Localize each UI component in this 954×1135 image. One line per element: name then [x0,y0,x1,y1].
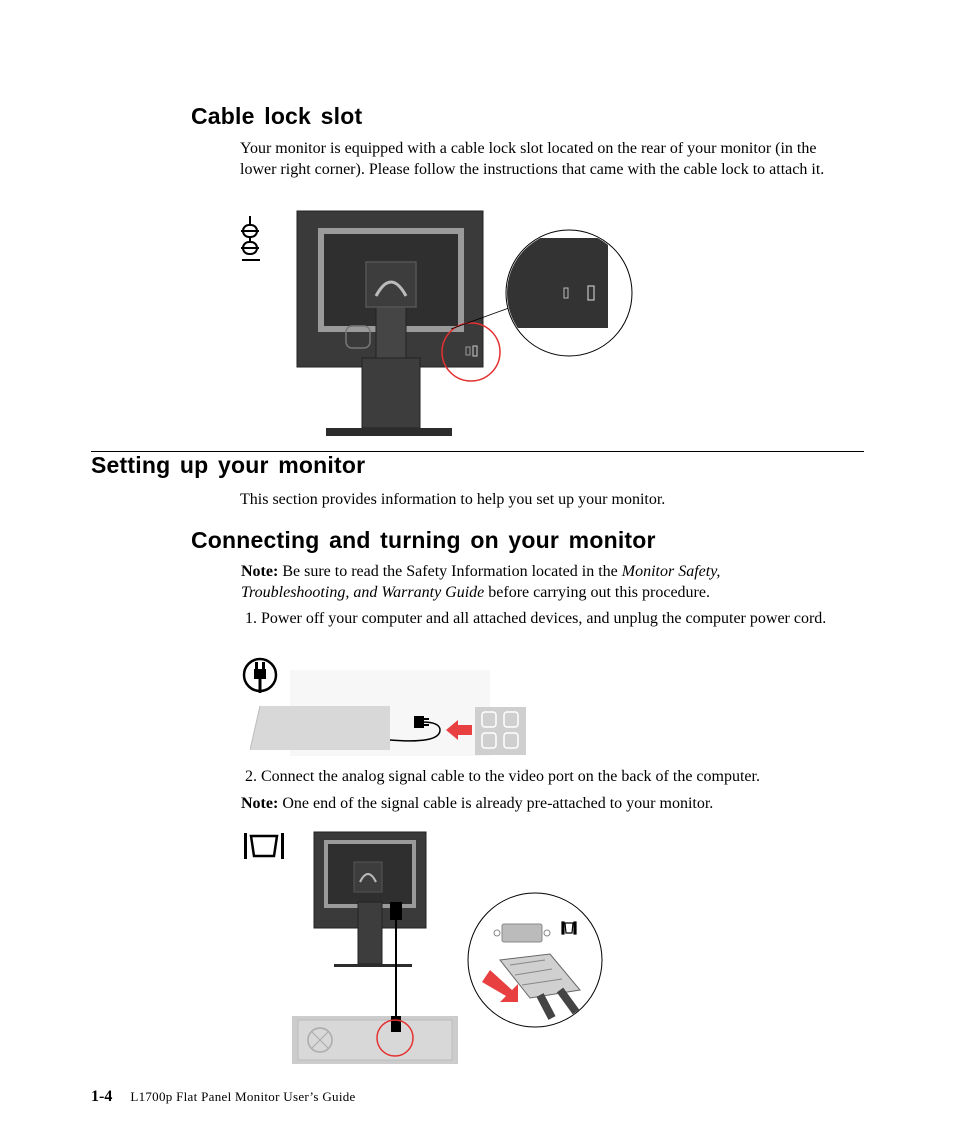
note-safety: Note: Be sure to read the Safety Informa… [241,561,801,603]
note-text-after: before carrying out this procedure. [484,584,710,601]
note-2-text: One end of the signal cable is already p… [282,795,714,812]
cable-lock-paragraph: Your monitor is equipped with a cable lo… [240,140,825,178]
video-port-icon [244,833,284,859]
note-text-before: Be sure to read the Safety Information l… [282,563,622,580]
step-2: 2. Connect the analog signal cable to th… [245,766,865,787]
power-plug-icon [242,657,278,693]
setup-paragraph: This section provides information to hel… [240,491,666,508]
note-label: Note: [241,795,279,812]
step-2-text: Connect the analog signal cable to the v… [261,768,760,785]
note-signal-cable: Note: One end of the signal cable is alr… [241,793,841,814]
page-footer: 1-4 L1700p Flat Panel Monitor User’s Gui… [91,1088,356,1106]
note-guide-title: Monitor Safety, Troubleshooting, and War… [241,563,721,601]
heading-cable-lock-slot: Cable lock slot [191,103,363,129]
footer-title: L1700p Flat Panel Monitor User’s Guide [130,1089,356,1104]
page-number: 1-4 [91,1088,113,1105]
step-1-number: 1. [245,610,257,627]
note-label: Note: [241,563,279,580]
cable-lock-icon [241,216,260,261]
step-1-text: Power off your computer and all attached… [261,610,827,627]
step-1: 1. Power off your computer and all attac… [245,608,865,629]
heading-connecting-monitor: Connecting and turning on your monitor [191,527,656,553]
signal-cable-illustration [292,831,603,1064]
unplug-power-cord-illustration [250,670,526,756]
step-2-number: 2. [245,768,257,785]
section-divider [91,451,864,452]
monitor-rear-cable-lock-illustration [296,210,633,436]
heading-setting-up-monitor: Setting up your monitor [91,452,366,478]
